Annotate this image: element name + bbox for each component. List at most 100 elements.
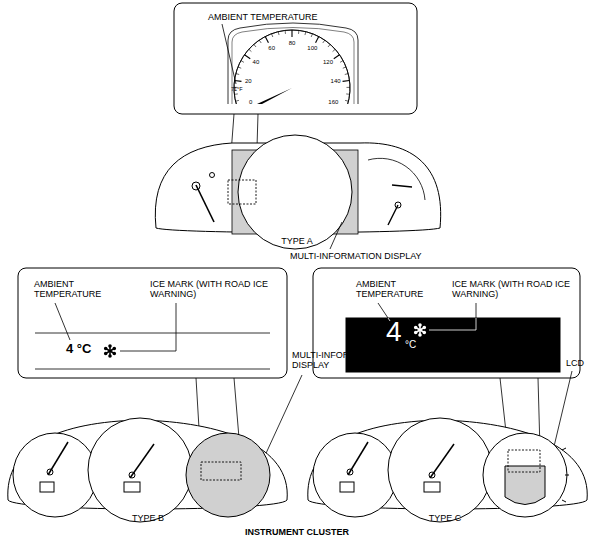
zoom-box (313, 268, 580, 378)
instrument-cluster (124, 482, 140, 492)
zoom-box (18, 268, 287, 378)
dial-tick (259, 40, 261, 43)
dial-tick (238, 67, 241, 68)
dial-tick (346, 93, 349, 94)
dial-tick (343, 67, 346, 68)
label-text: 160 (328, 99, 338, 106)
dial-tick (345, 73, 348, 75)
instrument-cluster (308, 418, 587, 522)
dial-tick (241, 61, 244, 63)
instrument-cluster (196, 185, 214, 222)
instrument-cluster (368, 158, 425, 200)
label-text: ICE MARK (WITH ROAD ICE WARNING) (452, 279, 576, 300)
label-text: 20 (245, 78, 252, 85)
label-text: LCD (566, 358, 584, 368)
dial-tick (244, 55, 250, 59)
zoom-box (313, 268, 580, 378)
dial-tick (265, 37, 268, 43)
instrument-cluster (395, 202, 401, 208)
instrument-cluster (48, 442, 68, 475)
dial-tick (291, 30, 292, 37)
label-text: 80 (289, 40, 296, 47)
instrument-cluster (429, 472, 435, 478)
zoom-box (232, 28, 354, 105)
zoom-box (35, 333, 270, 334)
label-text: 40 (253, 59, 260, 66)
dial-tick (298, 30, 299, 33)
dial-tick (316, 37, 319, 43)
leader-line (120, 303, 176, 351)
label-text: 4 °C (66, 342, 91, 357)
instrument-cluster (13, 433, 97, 517)
instrument-cluster (424, 482, 440, 492)
label-text: 120 (323, 59, 333, 66)
zoom-box (228, 23, 358, 104)
instrument-cluster (392, 185, 412, 187)
dial-tick (340, 61, 343, 63)
instrument-cluster (505, 466, 545, 505)
dial-tick (236, 100, 239, 102)
label-text: ICE MARK (WITH ROAD ICE WARNING) (150, 279, 274, 300)
leader-line (222, 24, 236, 84)
dial-tick (340, 105, 347, 107)
instrument-cluster (40, 482, 54, 492)
instrument-cluster (565, 475, 569, 476)
instrument-cluster (313, 433, 397, 517)
label-text: AMBIENT TEMPERATURE (208, 12, 318, 22)
leader-line (429, 318, 476, 330)
leader-line (222, 24, 236, 84)
label-text: MULTI-INFORMATION DISPLAY (292, 350, 392, 371)
label-text: TYPE B (132, 513, 164, 523)
caption-text: INSTRUMENT CLUSTER (245, 527, 349, 537)
ice-mark (415, 324, 426, 336)
dial-tick (328, 44, 330, 47)
dial-tick (345, 100, 348, 102)
dial-tick (323, 40, 325, 43)
leader-line (378, 303, 388, 318)
label-text: 140 (331, 78, 341, 85)
instrument-cluster (47, 469, 53, 475)
dial-tick (237, 105, 244, 107)
dial-tick (334, 55, 340, 59)
dial-tick (304, 32, 306, 35)
needle (257, 88, 292, 104)
instrument-cluster (238, 135, 352, 249)
instrument-cluster (210, 173, 215, 178)
instrument-cluster (348, 442, 368, 475)
ice-mark (105, 345, 116, 357)
instrument-cluster (130, 444, 154, 478)
dial-tick (343, 80, 350, 82)
instrument-cluster (129, 472, 135, 478)
ice-mark (415, 324, 426, 336)
leader-line (55, 303, 70, 340)
label-text: 60 (268, 45, 275, 52)
label-text: 0 (249, 99, 252, 106)
label-text: 71°F (231, 86, 243, 92)
label-text: AMBIENT TEMPERATURE (34, 279, 114, 300)
zoom-box (346, 318, 560, 372)
leader-line (330, 222, 342, 249)
instrument-cluster (562, 448, 566, 450)
zoom-box (35, 369, 270, 370)
label-text: TYPE A (281, 236, 313, 246)
instrument-cluster (430, 444, 454, 478)
zoom-box (18, 268, 287, 378)
instrument-cluster (186, 433, 270, 517)
instrument-cluster (201, 462, 241, 480)
leader-line (330, 222, 342, 249)
instrument-cluster (483, 433, 567, 517)
zoom-box (174, 3, 417, 114)
instrument-cluster (8, 418, 287, 522)
dial-tick (278, 32, 280, 35)
label-text: MULTI-INFORMATION DISPLAY (290, 251, 422, 261)
label-text: °C (405, 339, 416, 351)
dial-tick (346, 87, 349, 88)
instrument-cluster (562, 500, 566, 502)
instrument-cluster (192, 182, 200, 190)
instrument-cluster (508, 450, 540, 472)
dial-tick (311, 34, 312, 37)
leader-line (262, 375, 302, 462)
speedometer-dial (234, 30, 350, 113)
needle (257, 88, 292, 104)
dial-tick (234, 93, 237, 94)
